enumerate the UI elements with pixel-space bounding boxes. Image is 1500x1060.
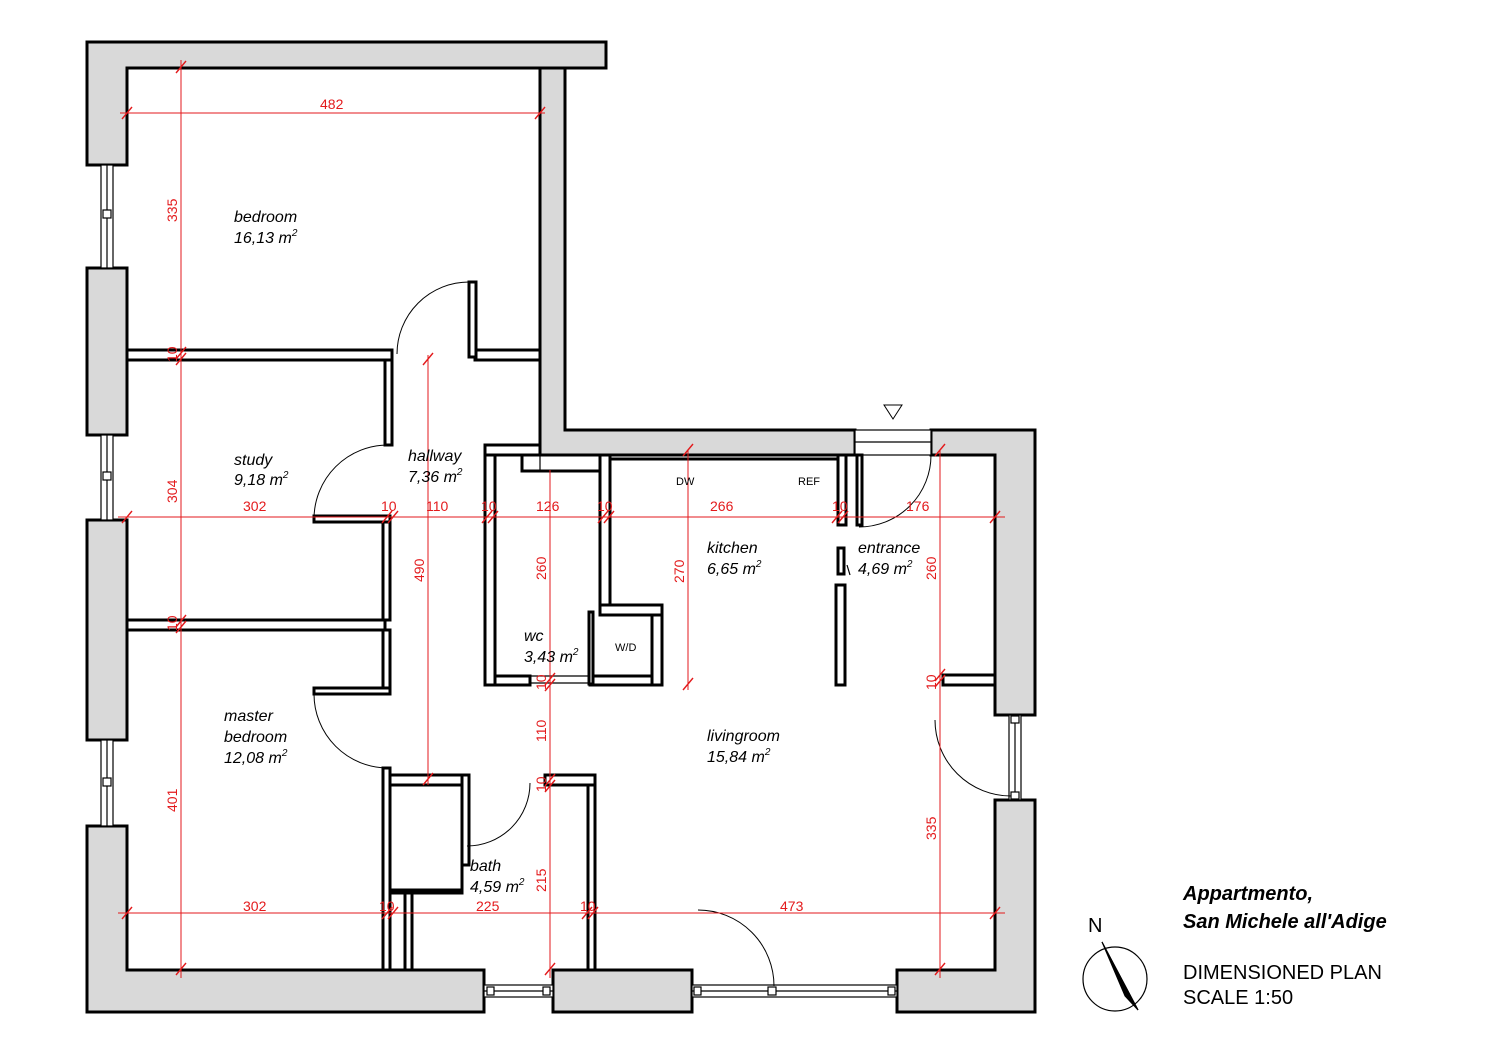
- dim-302-mid: 302: [243, 498, 267, 514]
- title-block: Appartmento, San Michele all'Adige DIMEN…: [1182, 883, 1387, 1009]
- fixture-dw: DW: [676, 476, 695, 488]
- interior-walls: [125, 280, 997, 972]
- dim-225: 225: [476, 898, 500, 914]
- dim-10-h-f: 10: [580, 898, 596, 914]
- fixture-wd: W/D: [615, 642, 636, 654]
- room-hallway-area: 7,36 m2: [408, 467, 463, 486]
- dim-260-wc: 260: [533, 556, 549, 580]
- subtitle-line1: DIMENSIONED PLAN: [1183, 962, 1382, 984]
- north-label: N: [1088, 915, 1102, 937]
- dimension-labels: 482 335 10 304 10 401 302 10 110 10 126 …: [164, 96, 939, 914]
- door-swings: [313, 281, 1012, 987]
- room-master-name2: bedroom: [224, 729, 287, 746]
- room-bedroom-name: bedroom: [234, 209, 297, 226]
- subtitle-line2: SCALE 1:50: [1183, 987, 1293, 1009]
- dim-304: 304: [164, 479, 180, 503]
- dimension-lines: [118, 60, 1005, 978]
- room-master-name1: master: [224, 708, 274, 725]
- dim-110-lr: 110: [533, 719, 549, 742]
- dim-10-a: 10: [164, 346, 180, 362]
- dim-215: 215: [533, 868, 549, 892]
- room-wc-area: 3,43 m2: [524, 647, 579, 666]
- room-hallway-name: hallway: [408, 448, 462, 465]
- room-wc-name: wc: [524, 628, 544, 645]
- room-kitchen-name: kitchen: [707, 540, 758, 557]
- wall-bottom-right: [895, 798, 1037, 1014]
- room-entrance-name: entrance: [858, 540, 920, 557]
- entrance-arrow-icon: [883, 404, 903, 420]
- exterior-walls: [85, 40, 1037, 1014]
- room-labels: bedroom 16,13 m2 study 9,18 m2 hallway 7…: [224, 209, 920, 896]
- dim-10-h-a: 10: [381, 498, 397, 514]
- wall-left-2: [85, 266, 129, 437]
- room-livingroom-name: livingroom: [707, 728, 780, 745]
- wall-bottom-mid: [551, 968, 694, 1014]
- dim-473: 473: [780, 898, 804, 914]
- room-bedroom-area: 16,13 m2: [234, 228, 298, 247]
- fixture-ref: REF: [798, 476, 820, 488]
- dim-266: 266: [710, 498, 734, 514]
- wall-left-3: [85, 518, 129, 742]
- dim-126: 126: [536, 498, 560, 514]
- dim-10-b: 10: [164, 615, 180, 631]
- north-arrow: N: [1082, 915, 1148, 1012]
- room-study-name: study: [234, 452, 273, 469]
- room-master-area: 12,08 m2: [224, 748, 288, 767]
- title-line2: San Michele all'Adige: [1183, 911, 1387, 933]
- dim-10-h-c: 10: [597, 498, 613, 514]
- fixture-labels: DW REF W/D: [615, 476, 820, 654]
- dim-260-ent: 260: [923, 556, 939, 580]
- room-livingroom-area: 15,84 m2: [707, 747, 771, 766]
- dim-176: 176: [906, 498, 930, 514]
- dim-10-h-b: 10: [481, 498, 497, 514]
- room-study-area: 9,18 m2: [234, 470, 289, 489]
- room-entrance-area: 4,69 m2: [858, 559, 913, 578]
- dim-10-ent: 10: [923, 674, 939, 690]
- dim-482: 482: [320, 96, 344, 112]
- wall-right-upper: [929, 428, 1037, 717]
- wall-top: [85, 40, 608, 167]
- north-circle-icon: [1082, 946, 1148, 1012]
- dim-10-h-e: 10: [379, 898, 395, 914]
- wall-notch: [538, 66, 857, 457]
- dim-270: 270: [671, 559, 687, 583]
- room-bath-area: 4,59 m2: [470, 877, 525, 896]
- dimension-ticks: [121, 60, 1001, 976]
- title-line1: Appartmento,: [1182, 883, 1313, 905]
- dim-10-wc: 10: [533, 674, 549, 690]
- dim-401: 401: [164, 788, 180, 812]
- dim-490: 490: [411, 558, 427, 582]
- dim-110: 110: [426, 498, 449, 514]
- room-bath-name: bath: [470, 858, 501, 875]
- dim-10-bath: 10: [533, 776, 549, 792]
- dim-302-bot: 302: [243, 898, 267, 914]
- dim-335-top: 335: [164, 198, 180, 222]
- dim-10-h-d: 10: [832, 498, 848, 514]
- wall-bottom-left: [85, 824, 486, 1014]
- windows: [100, 42, 1022, 998]
- room-kitchen-area: 6,65 m2: [707, 559, 762, 578]
- dim-335-right: 335: [923, 816, 939, 840]
